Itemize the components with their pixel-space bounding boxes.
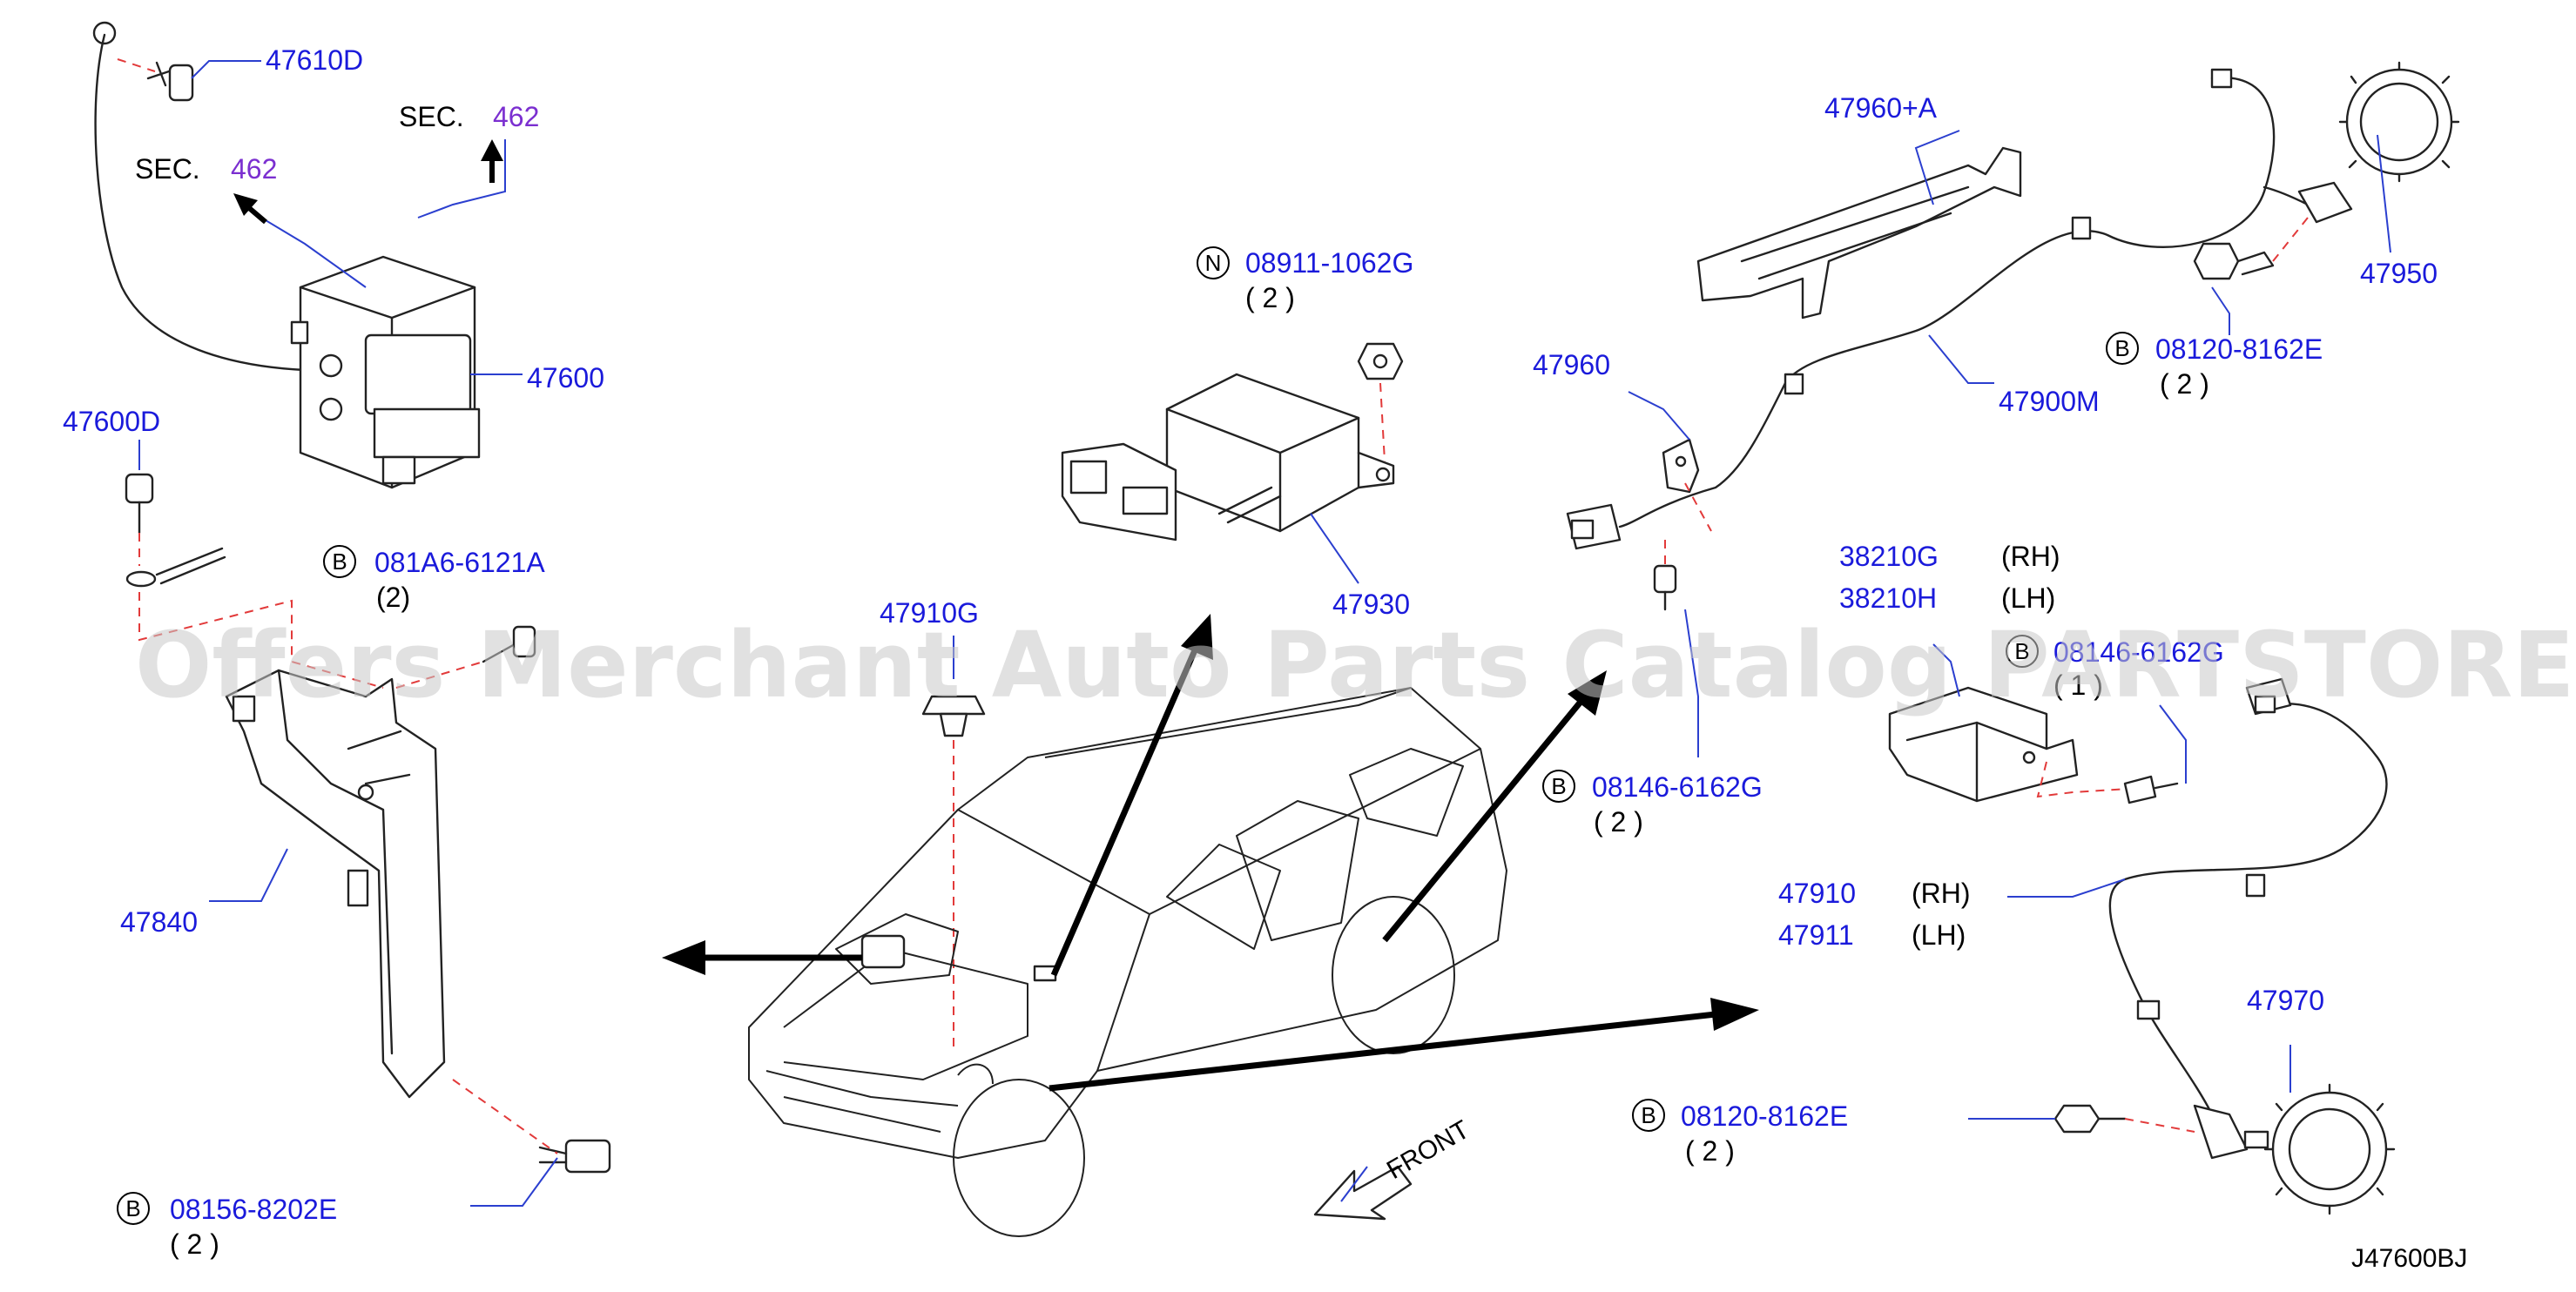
- grommet-47910G: [921, 695, 986, 1053]
- marker-08911: [1197, 246, 1230, 279]
- marker-08156: [117, 1192, 150, 1225]
- label-47900M: 47900M: [1999, 386, 2100, 417]
- label-47910: 47910: [1778, 878, 1856, 909]
- label-38210H: 38210H: [1839, 582, 1937, 614]
- qty-08156: ( 2 ): [170, 1228, 219, 1260]
- sec-ref-2-prefix: SEC.: [135, 153, 200, 185]
- vehicle-outline: [748, 687, 1507, 1237]
- sensor-unit-47930: [1061, 342, 1404, 542]
- marker-08120-bottom: [1632, 1099, 1665, 1132]
- qty-08120-top: ( 2 ): [2160, 368, 2209, 400]
- diagram-code: J47600BJ: [2351, 1244, 2467, 1273]
- sec-ref-1-prefix: SEC.: [399, 101, 464, 132]
- rear-harness-group: [1566, 61, 2460, 611]
- label-47600D: 47600D: [63, 406, 160, 437]
- label-47600: 47600: [527, 362, 604, 394]
- location-arrows: [662, 614, 1759, 1221]
- qty-08120-bottom: ( 2 ): [1685, 1135, 1735, 1167]
- label-08146-6162G-upper: 08146-6162G: [2053, 636, 2224, 668]
- callout-labels: 47610D SEC. 462 SEC. 462 47600 47600D B …: [63, 44, 2467, 1273]
- label-38210G: 38210G: [1839, 541, 1939, 572]
- label-47911: 47911: [1778, 919, 1854, 951]
- front-sensor-group: [1888, 677, 2396, 1215]
- label-08911-1062G: 08911-1062G: [1245, 247, 1413, 279]
- marker-08146-upper: [2006, 635, 2039, 668]
- marker-08156-letter: B: [125, 1195, 140, 1221]
- qty-08911: ( 2 ): [1245, 282, 1295, 313]
- label-47960A: 47960+A: [1824, 92, 1938, 124]
- qty-081A6: (2): [376, 582, 410, 613]
- watermark-text: Offers Merchant Auto Parts Catalog PARTS…: [135, 612, 2576, 718]
- sec-ref-2-number: 462: [231, 153, 277, 185]
- front-label: FRONT: [1382, 1115, 1474, 1185]
- marker-081A6-letter: B: [332, 548, 347, 575]
- label-08146-6162G-lower: 08146-6162G: [1592, 771, 1763, 803]
- qty-08146-upper: ( 1 ): [2053, 670, 2103, 701]
- label-47960: 47960: [1533, 349, 1610, 380]
- leader-lines: [138, 60, 2391, 1207]
- label-081A6-6121A: 081A6-6121A: [374, 547, 545, 578]
- marker-08120-top-letter: B: [2114, 335, 2129, 361]
- marker-08146-upper-letter: B: [2014, 638, 2029, 664]
- marker-08120-top: [2106, 332, 2139, 365]
- side-38210H: (LH): [2001, 582, 2055, 614]
- label-08120-8162E-bottom: 08120-8162E: [1681, 1100, 1848, 1132]
- label-08120-8162E-top: 08120-8162E: [2155, 333, 2323, 365]
- label-47950: 47950: [2360, 258, 2438, 289]
- label-47930: 47930: [1332, 589, 1410, 620]
- label-47840: 47840: [120, 906, 198, 938]
- marker-08911-letter: N: [1205, 250, 1222, 276]
- sec-ref-1-number: 462: [493, 101, 539, 132]
- label-47970: 47970: [2247, 985, 2324, 1016]
- side-47911: (LH): [1912, 919, 1966, 951]
- side-38210G: (RH): [2001, 541, 2060, 572]
- marker-08146-lower: [1542, 770, 1575, 803]
- label-08156-8202E: 08156-8202E: [170, 1194, 337, 1225]
- abs-actuator-group: [92, 21, 611, 1174]
- marker-081A6: [323, 545, 356, 578]
- marker-08120-bottom-letter: B: [1641, 1102, 1656, 1128]
- label-47910G: 47910G: [880, 597, 979, 629]
- label-47610D: 47610D: [266, 44, 363, 76]
- side-47910: (RH): [1912, 878, 1971, 909]
- marker-08146-lower-letter: B: [1551, 773, 1566, 799]
- qty-08146-lower: ( 2 ): [1594, 806, 1643, 838]
